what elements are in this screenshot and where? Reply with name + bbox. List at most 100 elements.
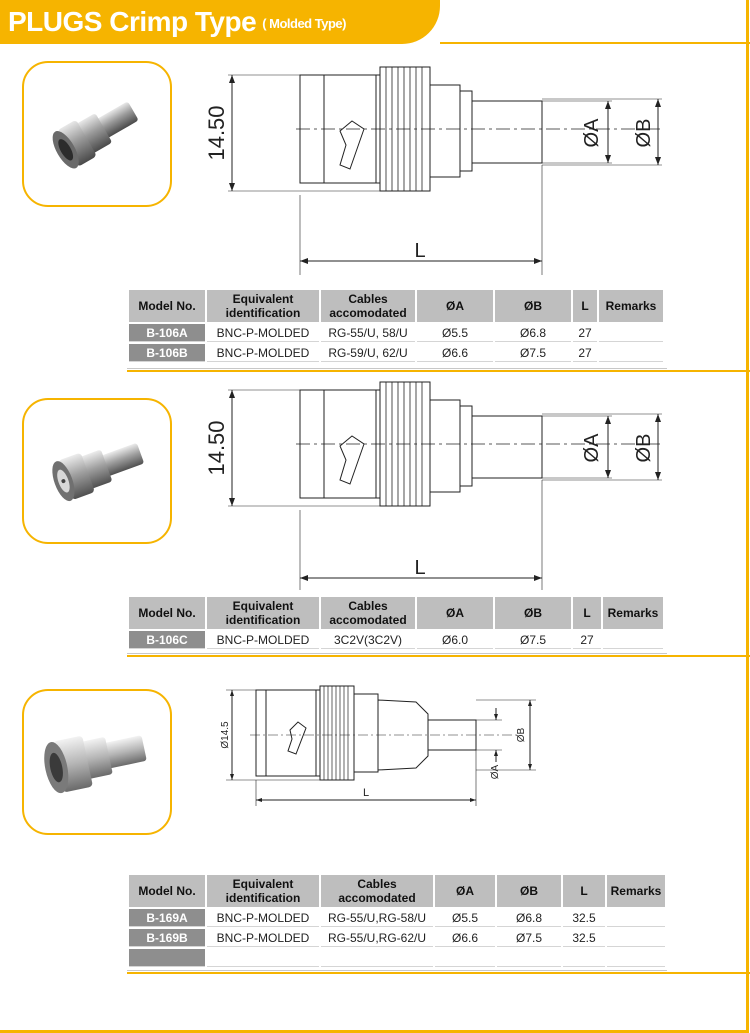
col-cables: Cables accomodated xyxy=(321,875,433,907)
equiv-cell xyxy=(207,949,319,967)
col-equivalent: Equivalent identification xyxy=(207,597,319,629)
dia-b-label-3: ØB xyxy=(516,727,527,742)
section-divider-1 xyxy=(127,370,750,372)
cables-cell: RG-55/U, 58/U xyxy=(321,324,415,342)
section-divider-2 xyxy=(127,655,750,657)
height-dim-label-1: 14.50 xyxy=(204,105,229,160)
table-row: B-106A BNC-P-MOLDED RG-55/U, 58/U Ø5.5 Ø… xyxy=(129,324,663,342)
section-divider-3 xyxy=(127,972,750,974)
col-equivalent: Equivalent identification xyxy=(207,875,319,907)
spec-table-3: Model No. Equivalent identification Cabl… xyxy=(127,873,667,969)
bnc-plug-photo-icon xyxy=(44,735,147,794)
col-remarks: Remarks xyxy=(599,290,663,322)
height-dim-label-2: 14.50 xyxy=(204,420,229,475)
length-cell: 27 xyxy=(573,631,601,649)
model-cell xyxy=(129,949,205,967)
dimension-drawing-3: Ø14.5 ØA ØB L xyxy=(220,685,536,806)
model-cell: B-106B xyxy=(129,344,205,362)
spec-table-1: Model No. Equivalent identification Cabl… xyxy=(127,288,665,364)
dimension-drawing-2: 14.50 ØA ØB L xyxy=(204,381,662,590)
dia-b-cell: Ø6.8 xyxy=(497,909,561,927)
dia-a-cell: Ø6.6 xyxy=(435,929,495,947)
dia-b-cell: Ø6.8 xyxy=(495,324,571,342)
col-model: Model No. xyxy=(129,290,205,322)
model-cell: B-106A xyxy=(129,324,205,342)
product-photo-2 xyxy=(22,398,172,544)
dimension-drawing-1: 14.50 ØA ØB L xyxy=(204,66,662,275)
spec-table-2: Model No. Equivalent identification Cabl… xyxy=(127,595,665,651)
length-label-2: L xyxy=(414,557,425,579)
table-header-row: Model No. Equivalent identification Cabl… xyxy=(129,597,663,629)
table-row xyxy=(129,949,665,967)
product-photo-3 xyxy=(22,689,172,835)
equiv-cell: BNC-P-MOLDED xyxy=(207,929,319,947)
length-cell: 27 xyxy=(573,324,597,342)
dia-a-cell: Ø5.5 xyxy=(435,909,495,927)
equiv-cell: BNC-P-MOLDED xyxy=(207,344,319,362)
dia-b-label-2: ØB xyxy=(633,434,655,463)
length-label-3: L xyxy=(363,787,369,799)
dia-a-cell: Ø6.6 xyxy=(417,344,493,362)
col-equivalent: Equivalent identification xyxy=(207,290,319,322)
equiv-cell: BNC-P-MOLDED xyxy=(207,324,319,342)
dia-a-cell xyxy=(435,949,495,967)
remarks-cell xyxy=(603,631,663,649)
table-row: B-106C BNC-P-MOLDED 3C2V(3C2V) Ø6.0 Ø7.5… xyxy=(129,631,663,649)
height-dim-label-3: Ø14.5 xyxy=(220,721,231,749)
cables-cell: RG-55/U,RG-58/U xyxy=(321,909,433,927)
bnc-plug-photo-icon xyxy=(52,102,138,169)
equiv-cell: BNC-P-MOLDED xyxy=(207,631,319,649)
col-length: L xyxy=(573,597,601,629)
model-cell: B-169A xyxy=(129,909,205,927)
cables-cell xyxy=(321,949,433,967)
dia-b-cell: Ø7.5 xyxy=(495,631,571,649)
col-cables: Cables accomodated xyxy=(321,597,415,629)
col-dia-b: ØB xyxy=(497,875,561,907)
title-text: PLUGS Crimp Type xyxy=(8,6,257,37)
col-dia-a: ØA xyxy=(417,290,493,322)
col-model: Model No. xyxy=(129,875,205,907)
table-header-row: Model No. Equivalent identification Cabl… xyxy=(129,875,665,907)
dia-a-label-2: ØA xyxy=(581,433,603,463)
section-divider-light-3 xyxy=(127,970,667,971)
page-title: PLUGS Crimp Type ( Molded Type) xyxy=(8,6,346,38)
bnc-plug-photo-icon xyxy=(52,443,144,502)
dia-a-label-1: ØA xyxy=(581,118,603,148)
product-photo-1 xyxy=(22,61,172,207)
length-cell: 27 xyxy=(573,344,597,362)
model-cell: B-106C xyxy=(129,631,205,649)
section-divider-light-1 xyxy=(127,368,667,369)
dia-b-label-1: ØB xyxy=(633,119,655,148)
remarks-cell xyxy=(607,949,665,967)
col-model: Model No. xyxy=(129,597,205,629)
length-label-1: L xyxy=(414,240,425,262)
model-cell: B-169B xyxy=(129,929,205,947)
dia-a-cell: Ø6.0 xyxy=(417,631,493,649)
col-dia-b: ØB xyxy=(495,597,571,629)
length-cell xyxy=(563,949,605,967)
length-cell: 32.5 xyxy=(563,909,605,927)
remarks-cell xyxy=(599,324,663,342)
col-dia-b: ØB xyxy=(495,290,571,322)
header-band xyxy=(0,0,440,44)
dia-b-cell: Ø7.5 xyxy=(497,929,561,947)
dia-a-label-3: ØA xyxy=(490,764,501,779)
title-subtitle: ( Molded Type) xyxy=(262,16,346,32)
col-length: L xyxy=(563,875,605,907)
col-dia-a: ØA xyxy=(435,875,495,907)
cables-cell: 3C2V(3C2V) xyxy=(321,631,415,649)
cables-cell: RG-55/U,RG-62/U xyxy=(321,929,433,947)
col-length: L xyxy=(573,290,597,322)
col-dia-a: ØA xyxy=(417,597,493,629)
col-remarks: Remarks xyxy=(607,875,665,907)
col-cables: Cables accomodated xyxy=(321,290,415,322)
remarks-cell xyxy=(607,909,665,927)
equiv-cell: BNC-P-MOLDED xyxy=(207,909,319,927)
section-divider-light-2 xyxy=(127,653,667,654)
remarks-cell xyxy=(599,344,663,362)
dia-b-cell xyxy=(497,949,561,967)
remarks-cell xyxy=(607,929,665,947)
length-cell: 32.5 xyxy=(563,929,605,947)
cables-cell: RG-59/U, 62/U xyxy=(321,344,415,362)
